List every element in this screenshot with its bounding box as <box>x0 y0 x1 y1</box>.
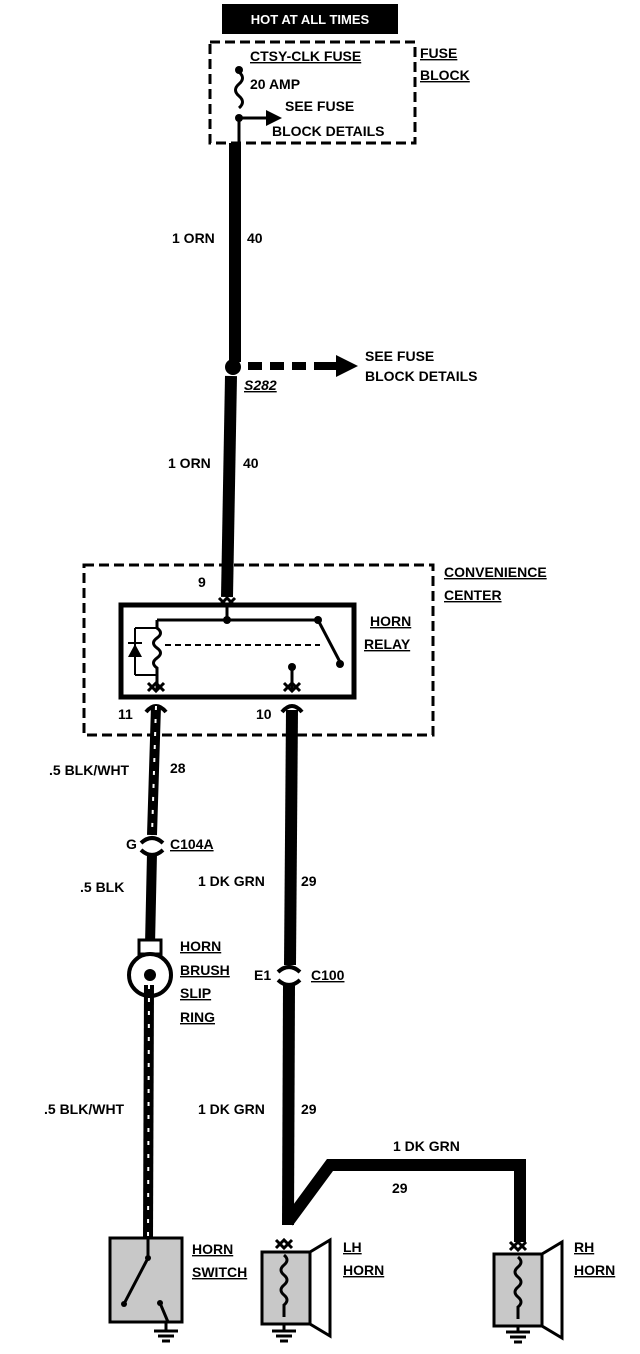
fuse-block-label-1: FUSE <box>420 45 457 61</box>
horn-switch-line1: HORN <box>192 1241 233 1257</box>
relay-pin-10: 10 <box>256 706 272 722</box>
ground-icon <box>154 1322 178 1343</box>
horn-bell-icon <box>308 1237 332 1339</box>
c100-name: C100 <box>311 967 345 983</box>
ground-icon <box>272 1324 296 1343</box>
wire-29-branch <box>283 1159 526 1242</box>
horn-relay: HORN RELAY 9 11 10 <box>118 574 411 722</box>
hot-at-all-times-banner: HOT AT ALL TIMES <box>222 4 398 34</box>
splice-s282: S282 SEE FUSE BLOCK DETAILS <box>225 348 478 393</box>
wire-blk-gauge: .5 BLK <box>80 879 124 895</box>
wire-29-upper-circuit: 29 <box>301 873 317 889</box>
convenience-center: CONVENIENCE CENTER <box>82 563 547 737</box>
wire-29-lower-gauge: 1 DK GRN <box>198 1101 265 1117</box>
splice-see-line2: BLOCK DETAILS <box>365 368 478 384</box>
arrow-right-icon <box>336 355 358 377</box>
c104a-name: C104A <box>170 836 214 852</box>
wire-29-branch-gauge: 1 DK GRN <box>393 1138 460 1154</box>
lh-horn-line1: LH <box>343 1239 362 1255</box>
slip-ring-line3: SLIP <box>180 985 211 1001</box>
splice-name: S282 <box>244 377 277 393</box>
fuse-see-line1: SEE FUSE <box>285 98 354 114</box>
wire-40-lower-gauge: 1 ORN <box>168 455 211 471</box>
convenience-center-line1: CONVENIENCE <box>444 564 547 580</box>
wire-40-lower-circuit: 40 <box>243 455 259 471</box>
hot-label: HOT AT ALL TIMES <box>251 12 370 27</box>
splice-see-line1: SEE FUSE <box>365 348 434 364</box>
relay-label-2: RELAY <box>364 636 411 652</box>
wire-28-lower-gauge: .5 BLK/WHT <box>44 1101 125 1117</box>
wire-29-branch-circuit: 29 <box>392 1180 408 1196</box>
fuse-block-label-2: BLOCK <box>420 67 470 83</box>
wire-28-upper <box>147 705 161 836</box>
fuse-icon <box>234 66 282 143</box>
wire-29-lower-circuit: 29 <box>301 1101 317 1117</box>
wire-29-upper <box>284 709 298 966</box>
c104a-pin: G <box>126 836 137 852</box>
rh-horn-line1: RH <box>574 1239 594 1255</box>
wire-28-upper-circuit: 28 <box>170 760 186 776</box>
relay-pin-9: 9 <box>198 574 206 590</box>
wire-40-upper-circuit: 40 <box>247 230 263 246</box>
horn-switch: HORN SWITCH <box>108 1236 247 1343</box>
wire-29-upper-gauge: 1 DK GRN <box>198 873 265 889</box>
connector-c100: E1 C100 <box>254 965 345 987</box>
wire-blk <box>145 852 157 946</box>
slip-ring-icon: HORN BRUSH SLIP RING <box>127 938 230 1025</box>
wire-29-lower <box>282 984 295 1226</box>
connector-c104a: G C104A <box>126 836 214 857</box>
fuse-see-line2: BLOCK DETAILS <box>272 123 385 139</box>
slip-ring-line4: RING <box>180 1009 215 1025</box>
fuse-block: CTSY-CLK FUSE 20 AMP SEE FUSE BLOCK DETA… <box>208 40 470 145</box>
slip-ring-line1: HORN <box>180 938 221 954</box>
lh-horn: LH HORN <box>260 1237 384 1343</box>
slip-ring-line2: BRUSH <box>180 962 230 978</box>
wire-28-upper-gauge: .5 BLK/WHT <box>49 762 130 778</box>
convenience-center-line2: CENTER <box>444 587 502 603</box>
fuse-name: CTSY-CLK FUSE <box>250 48 361 64</box>
c100-pin: E1 <box>254 967 271 983</box>
rh-horn-line2: HORN <box>574 1262 615 1278</box>
ground-icon <box>506 1326 530 1344</box>
wire-28-lower <box>143 984 154 1241</box>
horn-bell-icon <box>540 1239 564 1341</box>
wire-40-lower <box>221 375 237 598</box>
rh-horn: RH HORN <box>492 1239 615 1344</box>
lh-horn-line2: HORN <box>343 1262 384 1278</box>
horn-switch-line2: SWITCH <box>192 1264 247 1280</box>
relay-label-1: HORN <box>370 613 411 629</box>
fuse-rating: 20 AMP <box>250 76 300 92</box>
wire-40-upper-gauge: 1 ORN <box>172 230 215 246</box>
relay-pin-11: 11 <box>118 706 133 722</box>
